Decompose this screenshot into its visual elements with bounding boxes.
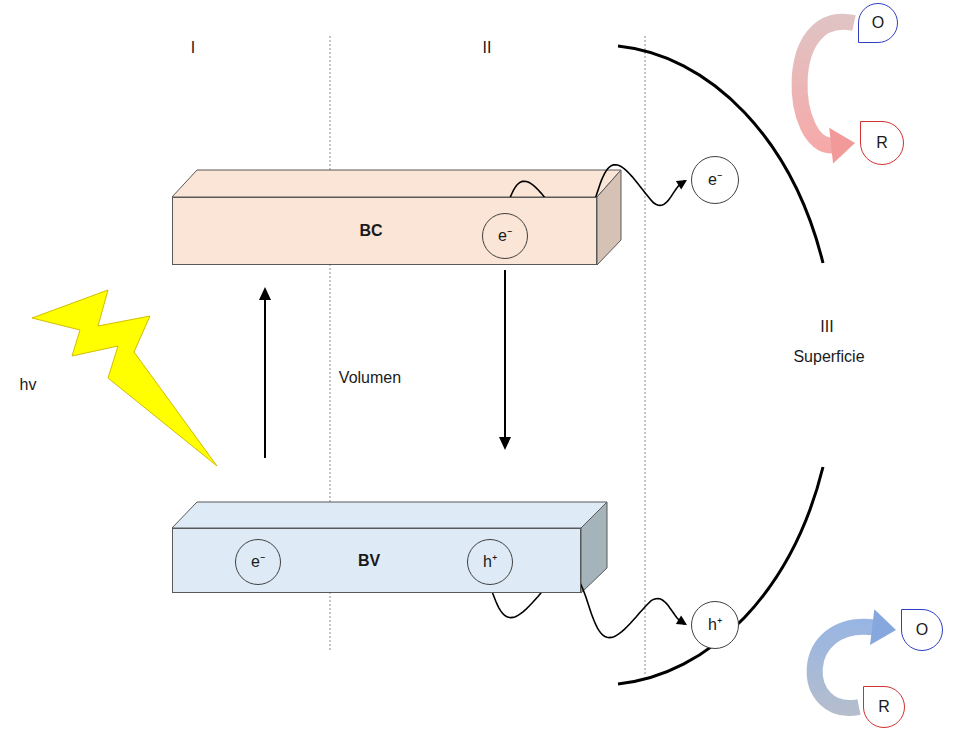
light-bolt [32,290,217,466]
valence-band: BV e⁻ h⁺ [172,528,581,593]
redox-arrow [800,22,854,146]
oxidized-species: O [901,609,943,651]
node-text: R [878,698,890,716]
arrow-head [829,128,855,164]
region-label: II [481,39,494,57]
electron-circle: e⁻ [482,213,528,259]
reduced-species: R [860,121,904,165]
arrow-head [676,180,687,190]
band-top-face [172,170,621,197]
node-text: BV [358,552,380,570]
arrow-head [676,615,687,625]
connector [499,270,511,450]
node-text: BC [359,222,382,240]
node-text: O [916,621,928,639]
transition-arrow [504,270,506,438]
electron-circle: e⁻ [691,156,739,204]
region-label: hv [18,376,39,394]
hole-circle: h⁺ [467,539,513,585]
region-label: I [189,39,197,57]
connector [800,22,855,164]
arrow-head [499,437,511,450]
connector [259,287,271,458]
oxidized-species: O [858,3,898,43]
band-side-face [581,502,607,593]
reduced-species: R [863,686,905,728]
node-text: e⁻ [498,227,512,245]
band-top-face [172,502,607,528]
region-label: Superficie [791,348,866,366]
region-divider [645,36,646,675]
node-text: e⁻ [251,553,265,571]
arrow-head [870,609,896,645]
node-text: e⁻ [708,171,722,189]
arrow-head [259,287,271,300]
hole-circle: h⁺ [691,601,739,649]
node-text: h⁺ [708,616,722,634]
region-label: Volumen [337,369,403,387]
transition-arrow [264,299,266,458]
node-text: O [872,14,884,32]
node-text: h⁺ [483,553,497,571]
conduction-band: BC e⁻ [172,197,597,265]
region-label: III [818,318,835,336]
node-text: R [876,134,888,152]
electron-circle: e⁻ [235,539,281,585]
surface-arc [618,467,823,684]
